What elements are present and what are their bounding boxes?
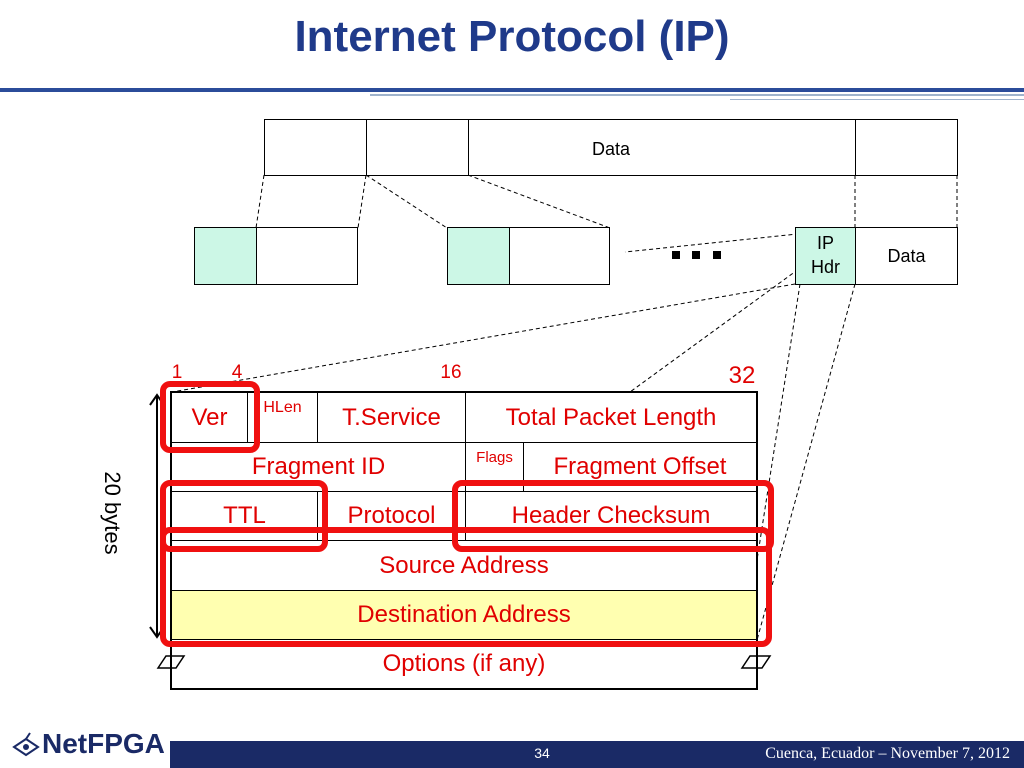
netfpga-logo: NetFPGA bbox=[10, 728, 165, 761]
packet-data-box bbox=[855, 227, 958, 285]
ellipsis-dot-3 bbox=[713, 251, 721, 259]
data-block-seg-4 bbox=[855, 119, 958, 176]
footer-event-text: Cuenca, Ecuador – November 7, 2012 bbox=[765, 745, 1010, 762]
title-rule-secondary bbox=[370, 94, 1024, 96]
ip-header-table: Ver HLen T.Service Total Packet Length F… bbox=[170, 391, 758, 690]
field-tservice: T.Service bbox=[318, 393, 466, 443]
fragment-1-header bbox=[194, 227, 257, 285]
data-block-seg-2 bbox=[366, 119, 469, 176]
ellipsis-dot-2 bbox=[692, 251, 700, 259]
highlight-addresses bbox=[160, 527, 772, 647]
logo-text: NetFPGA bbox=[42, 728, 165, 759]
fragment-1-data bbox=[256, 227, 358, 285]
ip-hdr-label-line2: Hdr bbox=[810, 257, 840, 277]
field-ttl: TTL bbox=[172, 492, 318, 541]
data-block-main bbox=[468, 119, 856, 176]
page-number: 34 bbox=[534, 745, 550, 761]
fragment-2-header bbox=[447, 227, 510, 285]
field-total-length: Total Packet Length bbox=[466, 393, 756, 443]
slide-title: Internet Protocol (IP) bbox=[294, 12, 730, 61]
ip-hdr-box bbox=[795, 227, 856, 285]
field-flags: Flags bbox=[466, 443, 524, 492]
field-header-checksum: Header Checksum bbox=[466, 492, 756, 541]
data-block-label: Data bbox=[591, 139, 631, 159]
field-ver: Ver bbox=[172, 393, 248, 443]
highlight-ttl bbox=[160, 480, 328, 552]
ellipsis-dot-1 bbox=[672, 251, 680, 259]
bit-label-4: 4 bbox=[231, 362, 243, 383]
title-rule bbox=[0, 88, 1024, 92]
highlight-checksum bbox=[452, 480, 774, 552]
highlight-ver bbox=[160, 381, 260, 453]
field-destination-address: Destination Address bbox=[172, 591, 756, 640]
field-options: Options (if any) bbox=[382, 650, 546, 677]
field-protocol: Protocol bbox=[318, 492, 466, 541]
bit-label-1: 1 bbox=[171, 362, 183, 383]
field-fragment-id: Fragment ID bbox=[172, 443, 466, 492]
field-hlen: HLen bbox=[248, 393, 318, 443]
bit-label-32: 32 bbox=[728, 362, 756, 389]
data-block-seg-1 bbox=[264, 119, 367, 176]
packet-data-label: Data bbox=[887, 246, 926, 266]
footer-bar bbox=[170, 741, 1024, 768]
header-size-label: 20 bytes bbox=[100, 471, 125, 555]
field-source-address: Source Address bbox=[172, 541, 756, 591]
bit-label-16: 16 bbox=[440, 362, 462, 383]
fragment-2-data bbox=[509, 227, 610, 285]
ip-hdr-label-line1: IP bbox=[816, 233, 834, 253]
field-fragment-offset: Fragment Offset bbox=[524, 443, 756, 492]
title-rule-tertiary bbox=[730, 99, 1024, 100]
